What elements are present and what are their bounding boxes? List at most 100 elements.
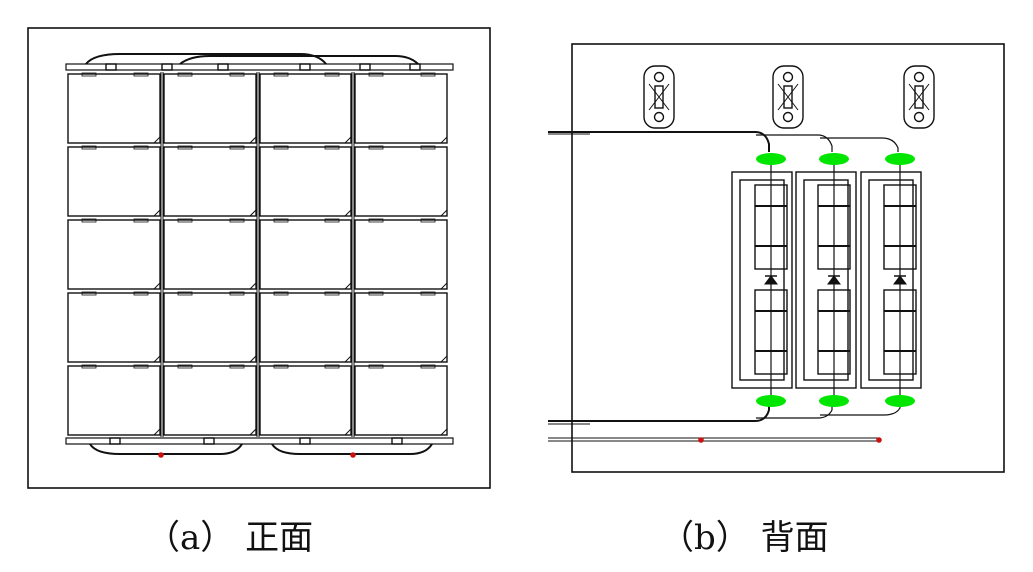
front-cell-tab: [81, 291, 97, 296]
front-view: [27, 27, 491, 489]
front-cell-notch: [344, 282, 352, 290]
front-cell-notch: [344, 428, 352, 436]
front-cell-tab: [368, 218, 384, 223]
front-cell-tab: [324, 218, 340, 223]
front-cell-notch: [153, 136, 161, 144]
green-connector: [819, 153, 849, 165]
front-cell: [67, 219, 161, 290]
front-cell-notch: [440, 136, 448, 144]
front-cell-tab: [133, 218, 149, 223]
junction-box: [795, 153, 857, 407]
bracket-body: [772, 65, 804, 129]
front-cell-notch: [153, 428, 161, 436]
front-cell-tab: [177, 218, 193, 223]
front-cell: [163, 146, 257, 217]
front-cell-tab: [368, 291, 384, 296]
front-cell-tab: [81, 145, 97, 150]
green-connector: [819, 395, 849, 407]
green-connector: [885, 153, 915, 165]
front-cell-tab: [81, 72, 97, 77]
front-cell-notch: [440, 355, 448, 363]
back-bottom-cable: [548, 405, 770, 422]
front-bottom-cable-rail: [65, 437, 454, 455]
caption-front: （a） 正面: [146, 518, 314, 558]
junction-box-frame: [731, 171, 793, 389]
front-cell-notch: [344, 355, 352, 363]
bracket-cross: [908, 83, 930, 111]
front-cell: [354, 365, 448, 436]
front-cell-tab: [81, 218, 97, 223]
front-cell-tab: [133, 72, 149, 77]
junction-box-inner: [803, 179, 849, 381]
front-cell-tab: [229, 291, 245, 296]
bracket-hole: [782, 71, 794, 83]
junction-box-inner: [739, 179, 785, 381]
bracket-cross: [648, 83, 670, 111]
front-cell: [354, 146, 448, 217]
front-red-marker: [158, 452, 164, 458]
front-cell-notch: [249, 428, 257, 436]
front-cell-tab: [420, 72, 436, 77]
back-bottom-rail: [548, 437, 880, 442]
front-cell-notch: [344, 136, 352, 144]
front-cell-grid: [67, 72, 448, 437]
diode-symbol: [827, 275, 841, 285]
front-cell: [259, 219, 352, 290]
front-cell-tab: [420, 145, 436, 150]
diode-symbol: [764, 275, 778, 285]
front-cell-tab: [420, 218, 436, 223]
mounting-bracket: [643, 65, 675, 129]
back-mounting-brackets: [643, 65, 935, 129]
bracket-hole: [913, 71, 925, 83]
front-cell-tab: [133, 291, 149, 296]
junction-box-frame: [795, 171, 857, 389]
junction-box: [731, 153, 793, 407]
front-cell-tab: [324, 145, 340, 150]
front-cell-tab: [420, 364, 436, 369]
front-top-cable-rail: [65, 53, 454, 71]
front-cell: [259, 365, 352, 436]
front-cell-tab: [229, 72, 245, 77]
bracket-cross: [777, 83, 799, 111]
front-cell: [354, 219, 448, 290]
front-cell-tab: [324, 364, 340, 369]
front-cell: [259, 73, 352, 144]
front-cell-tab: [368, 72, 384, 77]
front-cell-notch: [440, 209, 448, 217]
front-cell-notch: [249, 355, 257, 363]
front-cell-notch: [249, 282, 257, 290]
junction-box-inner: [868, 179, 914, 381]
junction-box-frame: [860, 171, 922, 389]
green-connector: [756, 395, 786, 407]
front-cell: [354, 292, 448, 363]
front-cell-tab: [420, 291, 436, 296]
front-cell-tab: [229, 364, 245, 369]
bracket-hole: [913, 111, 925, 123]
front-cell-notch: [249, 136, 257, 144]
front-cell-tab: [273, 145, 289, 150]
front-cell-tab: [177, 145, 193, 150]
front-cell-tab: [273, 72, 289, 77]
front-red-marker: [350, 452, 356, 458]
front-cell-tab: [324, 291, 340, 296]
green-connector: [885, 395, 915, 407]
front-cell-tab: [368, 364, 384, 369]
front-cell: [259, 146, 352, 217]
front-outer-frame: [27, 27, 491, 489]
back-top-cable: [548, 131, 770, 152]
front-cell-tab: [273, 364, 289, 369]
front-cell-tab: [229, 145, 245, 150]
front-cell-tab: [177, 291, 193, 296]
front-cell-notch: [249, 209, 257, 217]
front-cell-notch: [440, 282, 448, 290]
bracket-slot: [783, 85, 793, 109]
bracket-slot: [914, 85, 924, 109]
front-cell: [67, 292, 161, 363]
front-cell-tab: [273, 291, 289, 296]
front-cell: [163, 73, 257, 144]
front-cell-notch: [440, 428, 448, 436]
front-cell-tab: [368, 145, 384, 150]
junction-box: [860, 153, 922, 407]
bracket-hole: [653, 111, 665, 123]
bracket-hole: [782, 111, 794, 123]
